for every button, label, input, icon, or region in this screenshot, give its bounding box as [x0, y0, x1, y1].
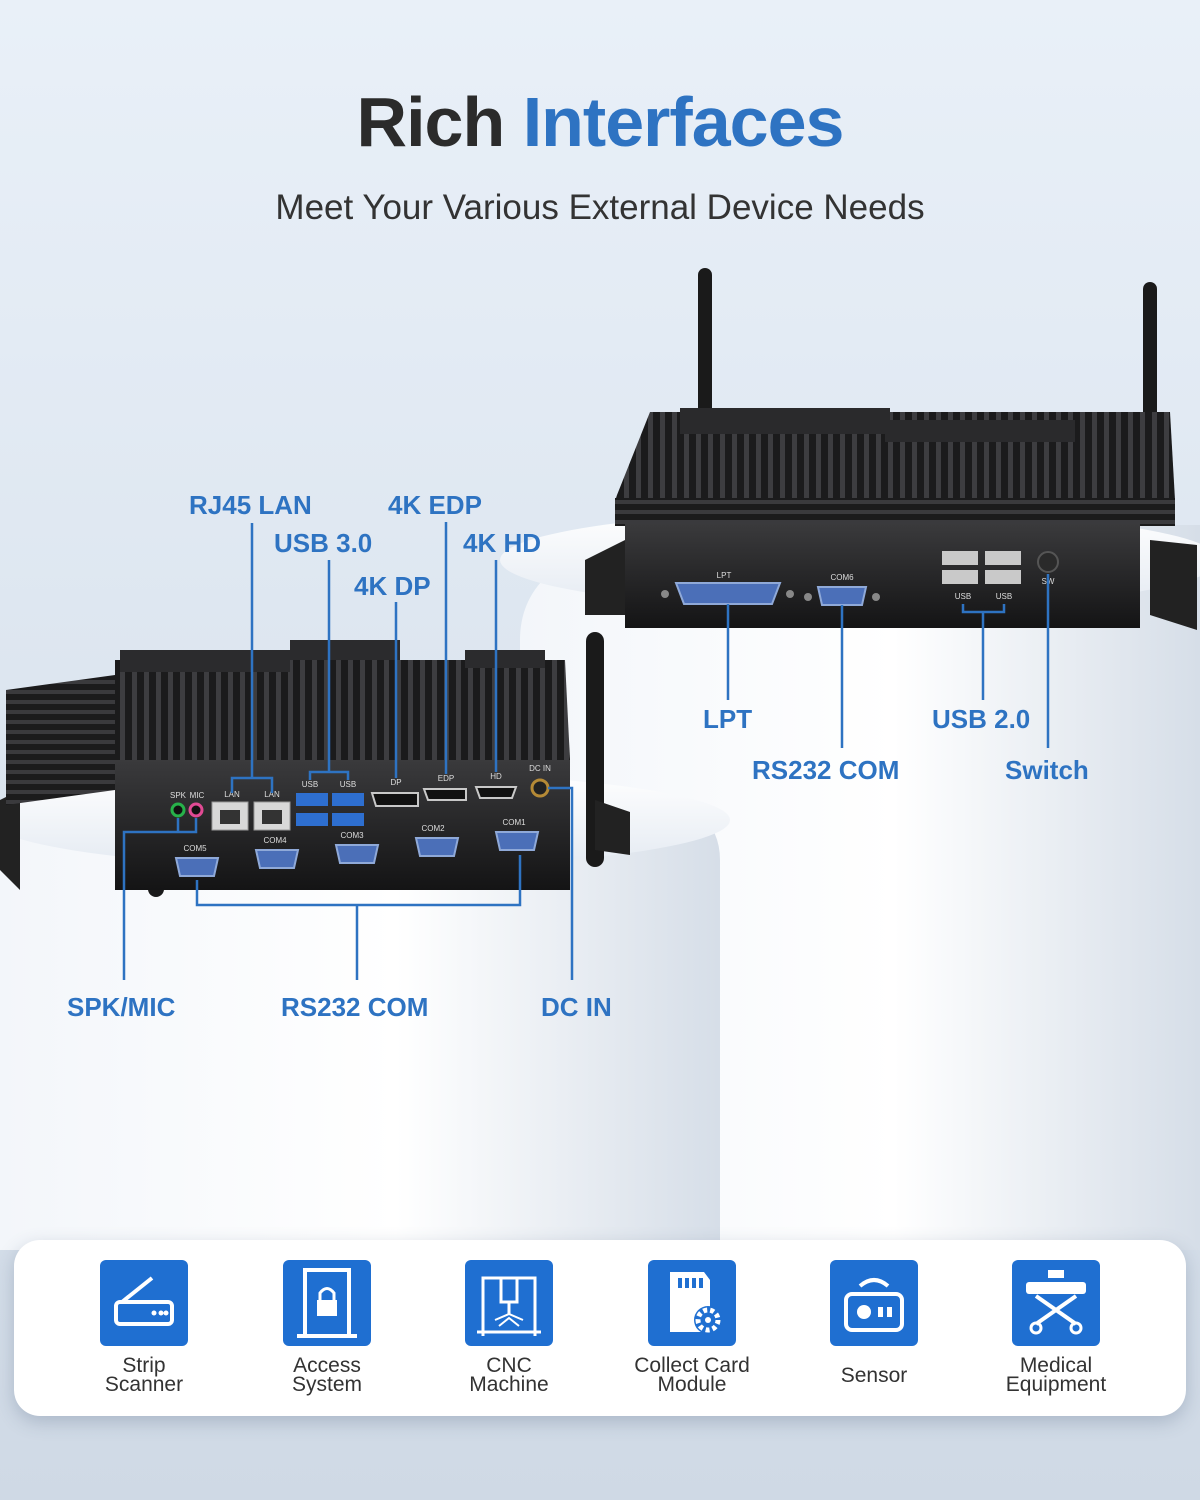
front-device: SPK MIC LAN LAN USB USB DP EDP HD: [0, 522, 630, 980]
callout-usb2: USB 2.0: [932, 704, 1031, 734]
spk-jack: [170, 802, 186, 818]
app-strip-scanner: Strip Scanner: [59, 1260, 229, 1396]
medical-stretcher-icon: [1012, 1260, 1100, 1346]
com4-port: [254, 849, 300, 869]
callout-4k-dp: 4K DP: [354, 571, 431, 601]
app-label: Collect Card Module: [634, 1354, 750, 1396]
callout-switch: Switch: [1005, 755, 1089, 785]
com1-port: [494, 831, 540, 851]
callout-lpt: LPT: [703, 704, 753, 734]
usb3-ports: [296, 793, 364, 826]
lan-print-2: LAN: [264, 790, 280, 799]
sensor-icon: [830, 1260, 918, 1346]
app-label: Access System: [291, 1354, 362, 1396]
app-label: CNC Machine: [469, 1354, 549, 1396]
app-label: Sensor: [840, 1364, 908, 1387]
usb3-print-2: USB: [340, 780, 356, 789]
lpt-print: LPT: [717, 571, 732, 580]
com6-port: [816, 586, 868, 606]
dp-print: DP: [390, 778, 401, 787]
lan-print-1: LAN: [224, 790, 240, 799]
usb-print-b: USB: [996, 592, 1012, 601]
com2-print: COM2: [421, 824, 445, 833]
app-sensor: Sensor: [789, 1260, 959, 1387]
mic-print: MIC: [190, 791, 205, 800]
spk-print: SPK: [170, 791, 187, 800]
com-ports: [174, 831, 540, 877]
lpt-port: [674, 582, 782, 605]
com5-port: [174, 857, 220, 877]
usb2-ports: [942, 551, 1021, 584]
title-part-1: Rich: [356, 83, 506, 161]
title-part-2: Interfaces: [522, 83, 845, 161]
hdmi-port: [474, 786, 518, 799]
callout-spk-mic: SPK/MIC: [67, 992, 176, 1022]
usb-print-a: USB: [955, 592, 971, 601]
sd-card-gear-icon: [648, 1260, 736, 1346]
com1-print: COM1: [502, 818, 526, 827]
callout-dc-in: DC IN: [541, 992, 612, 1022]
access-lock-icon: [283, 1260, 371, 1346]
com3-port: [334, 844, 380, 864]
callout-rj45-lan: RJ45 LAN: [189, 490, 312, 520]
com6-print: COM6: [830, 573, 854, 582]
rear-device: LPT COM6 USB USB SW: [585, 268, 1197, 748]
cnc-machine-icon: [465, 1260, 553, 1346]
app-medical-equipment: Medical Equipment: [971, 1260, 1141, 1396]
dc-in-port: [530, 778, 550, 798]
callout-rs232-front: RS232 COM: [281, 992, 429, 1022]
rear-antenna-left: [698, 268, 712, 430]
applications-panel: Strip Scanner Access System: [14, 1240, 1186, 1416]
app-label: Medical Equipment: [1005, 1354, 1107, 1396]
callout-rs232-rear: RS232 COM: [752, 755, 900, 785]
usb3-print-1: USB: [302, 780, 318, 789]
page-subtitle: Meet Your Various External Device Needs: [275, 188, 925, 227]
dp-port: [370, 792, 419, 807]
edp-print: EDP: [438, 774, 454, 783]
hd-print: HD: [490, 772, 502, 781]
scanner-icon: [100, 1260, 188, 1346]
com4-print: COM4: [263, 836, 287, 845]
app-collect-card-module: Collect Card Module: [607, 1260, 777, 1396]
app-cnc-machine: CNC Machine: [424, 1260, 594, 1396]
app-access-system: Access System: [242, 1260, 412, 1396]
app-label: Strip Scanner: [104, 1354, 184, 1396]
com5-print: COM5: [183, 844, 207, 853]
callout-4k-hd: 4K HD: [463, 528, 542, 558]
edp-port: [422, 788, 467, 801]
power-switch: [1037, 551, 1059, 573]
rear-callout-lines: [726, 574, 1050, 748]
front-callout-lines: [122, 522, 574, 980]
callout-usb3: USB 3.0: [274, 528, 373, 558]
com2-port: [414, 837, 460, 857]
dcin-print: DC IN: [529, 764, 551, 773]
rear-antenna-right: [1143, 282, 1157, 432]
callout-4k-edp: 4K EDP: [388, 490, 482, 520]
page-title: Rich Interfaces: [0, 82, 1200, 162]
rear-io-panel: [625, 524, 1140, 628]
com3-print: COM3: [340, 831, 364, 840]
mic-jack: [188, 802, 204, 818]
